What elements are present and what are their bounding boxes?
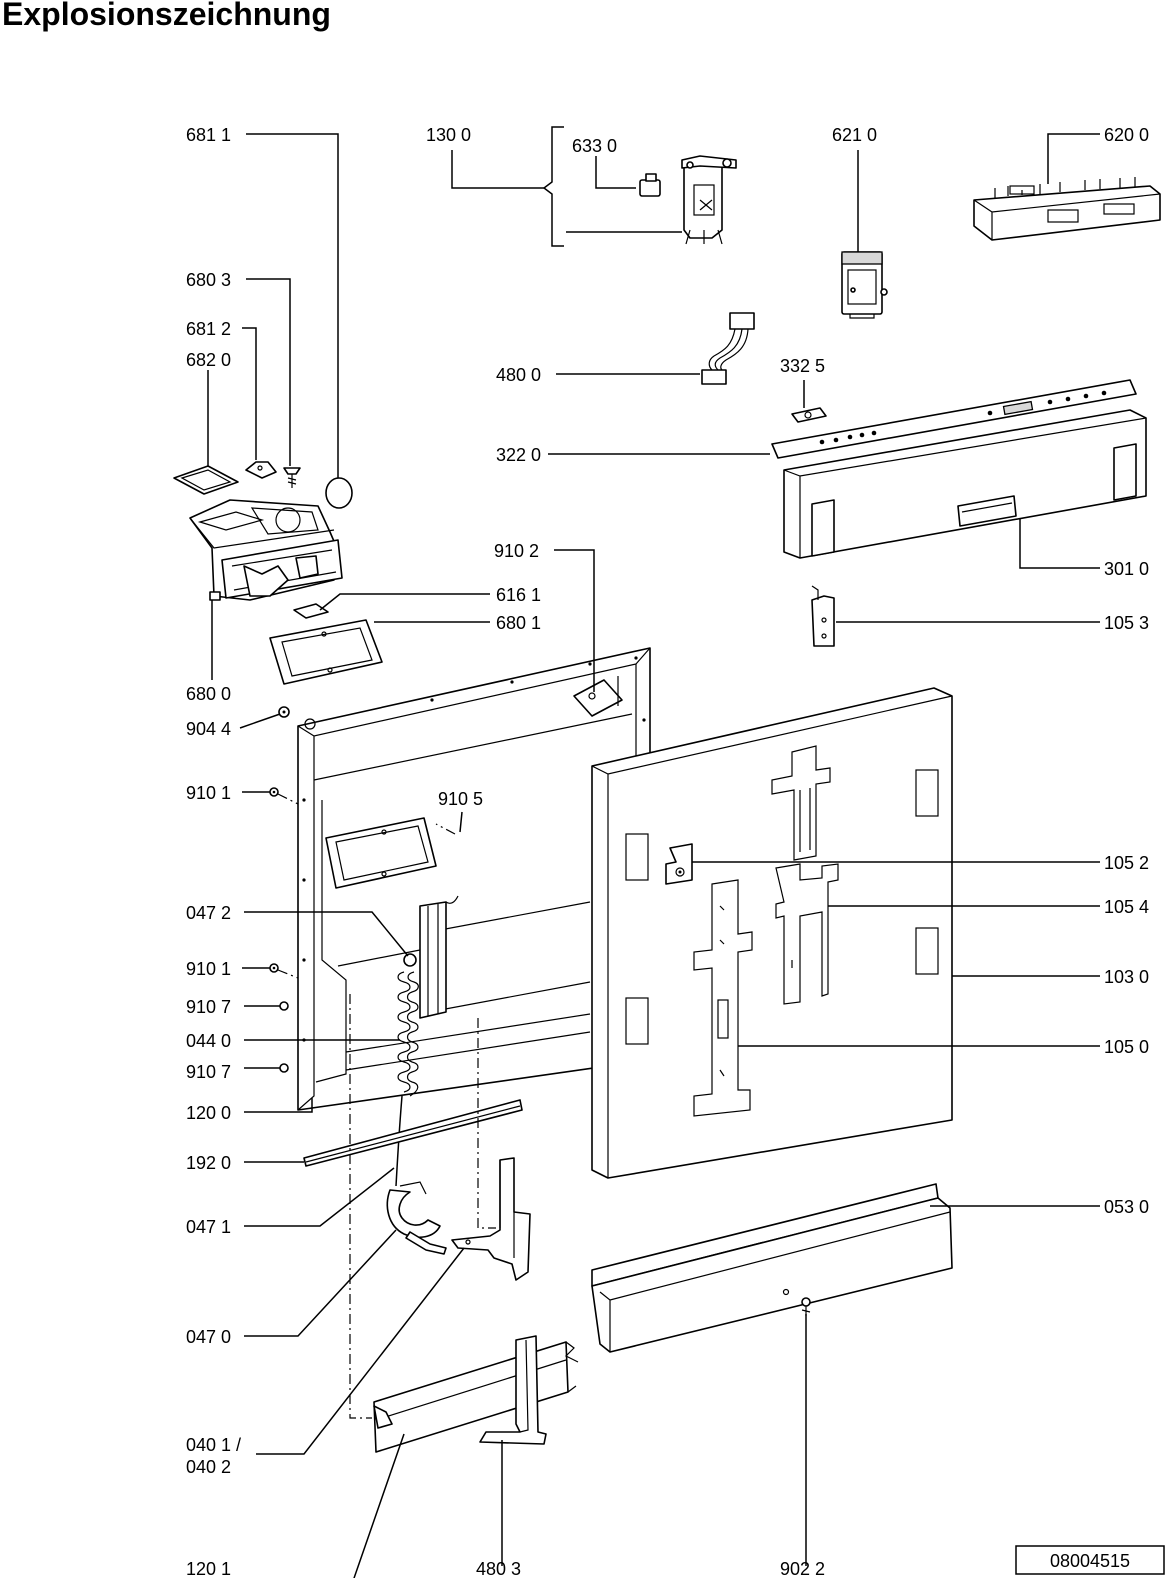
label-910-1a: 910 1 [186,783,231,803]
screw-910-1b [269,963,279,973]
leader-047-1 [244,1167,395,1227]
drawing-number-box [1015,1545,1165,1575]
label-616-1: 616 1 [496,585,541,605]
part-047-0-cable-guide [386,1181,447,1255]
part-633-0-switch [639,173,661,197]
screw-904-4 [278,706,290,718]
screw-axis-910-5 [435,823,456,835]
label-130-0: 130 0 [426,125,471,145]
part-682-0-gasket [173,465,239,495]
page-title: Explosionszeichnung [2,0,331,32]
leader-120-0 [244,1098,313,1113]
label-621-0: 621 0 [832,125,877,145]
part-621-0-module [841,251,888,319]
leader-910-5 [459,811,463,833]
part-192-0-rail [303,1099,523,1167]
label-682-0: 682 0 [186,350,231,370]
label-103-0: 103 0 [1104,967,1149,987]
part-681-2-clip [245,461,277,479]
screw-axis-910-1b [277,969,299,979]
part-620-0-control-board [973,177,1161,241]
label-047-2: 047 2 [186,903,231,923]
label-105-4: 105 4 [1104,897,1149,917]
leader-680-3 [246,278,291,466]
part-120-1-lower-panel [373,1341,579,1453]
label-105-3: 105 3 [1104,613,1149,633]
label-910-5: 910 5 [438,789,483,809]
leader-904-4 [239,713,281,729]
label-105-2: 105 2 [1104,853,1149,873]
part-332-5-cap [791,407,827,423]
label-040-2: 040 2 [186,1457,231,1477]
screw-910-1a [269,787,279,797]
part-301-0-control-panel [783,409,1147,559]
label-480-0: 480 0 [496,365,541,385]
label-044-0: 044 0 [186,1031,231,1051]
label-480-3: 480 3 [476,1559,521,1578]
label-910-7b: 910 7 [186,1062,231,1082]
part-322-0-fascia-strip [771,379,1137,459]
leader-910-2 [554,549,595,692]
label-040-1: 040 1 / [186,1435,241,1455]
label-681-1: 681 1 [186,125,231,145]
drawing-number: 08004515 [1050,1551,1130,1571]
leader-633-0 [595,156,636,189]
label-910-1b: 910 1 [186,959,231,979]
label-192-0: 192 0 [186,1153,231,1173]
leader-620-0 [1047,133,1100,184]
part-480-0-cable-harness [701,312,755,385]
part-680-0-dispenser [189,499,343,601]
label-910-2: 910 2 [494,541,539,561]
part-616-1-plate [293,603,329,619]
label-301-0: 301 0 [1104,559,1149,579]
part-681-1-cap [325,477,353,509]
part-680-3-screw [283,467,301,488]
part-103-0-outer-door [591,687,953,1179]
leader-616-1 [319,593,490,611]
label-902-2: 902 2 [780,1559,825,1578]
part-053-0-kick-plate [591,1183,953,1353]
label-105-0: 105 0 [1104,1037,1149,1057]
part-480-3-bracket [479,1335,547,1445]
label-680-3: 680 3 [186,270,231,290]
leader-047-2 [244,911,409,957]
part-044-0-spring [395,953,419,1187]
screw-902-2 [801,1297,811,1316]
screw-910-7b [279,1063,289,1073]
bracket-130-0 [542,126,564,247]
label-047-0: 047 0 [186,1327,231,1347]
label-322-0: 322 0 [496,445,541,465]
label-120-0: 120 0 [186,1103,231,1123]
label-620-0: 620 0 [1104,125,1149,145]
label-633-0: 633 0 [572,136,617,156]
part-040-1-bracket [451,1157,531,1281]
leader-047-0 [244,1229,397,1337]
assembly-axis-left [349,994,372,1419]
label-904-4: 904 4 [186,719,231,739]
leader-040-1 [256,1247,465,1455]
part-105-3-bracket [811,585,835,647]
label-047-1: 047 1 [186,1217,231,1237]
label-053-0: 053 0 [1104,1197,1149,1217]
label-680-0: 680 0 [186,684,231,704]
label-680-1: 680 1 [496,613,541,633]
label-681-2: 681 2 [186,319,231,339]
label-120-1: 120 1 [186,1559,231,1578]
leader-301-0 [1019,518,1100,569]
label-332-5: 332 5 [780,356,825,376]
part-130-0-door-lock [681,155,737,245]
screw-axis-910-1a [277,793,299,805]
leader-130-0 [451,150,544,189]
leader-681-2 [242,327,257,460]
leader-681-1 [246,133,339,478]
screw-910-7a [279,1001,289,1011]
label-910-7a: 910 7 [186,997,231,1017]
leader-120-1 [353,1433,405,1578]
assembly-axis-right [477,1018,496,1229]
part-680-1-seal-frame [269,619,383,685]
